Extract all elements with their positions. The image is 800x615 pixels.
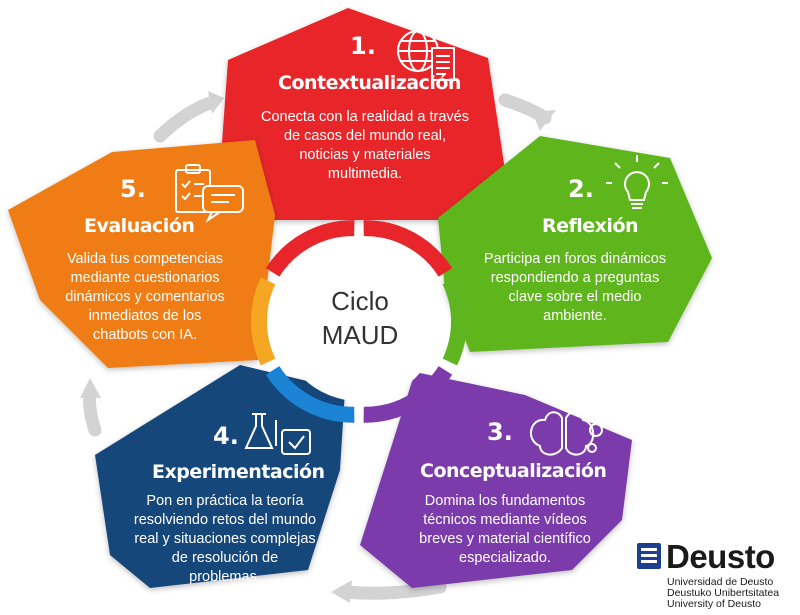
phase-4-description: Pon en práctica la teoría resolviendo re…	[133, 493, 317, 585]
logo-line-2: Deustuko Unibertsitatea	[667, 587, 780, 599]
arrow-5-to-1	[153, 96, 217, 143]
phase-4-shape	[95, 365, 345, 588]
center-disc	[279, 241, 439, 401]
phase-2-shape	[438, 136, 712, 352]
center-ring	[251, 220, 467, 423]
logo-line-3: University of Deusto	[667, 598, 761, 610]
phase-3-title: Conceptualización	[420, 460, 607, 482]
globe-document-icon	[397, 30, 455, 81]
phase-1-number: 1.	[350, 32, 376, 60]
deusto-logo: Deusto Universidad de Deusto Deustuko Un…	[636, 538, 796, 612]
phase-2-description: Participa en foros dinámicos respondiend…	[483, 251, 667, 324]
phase-3-description: Domina los fundamentos técnicos mediante…	[419, 493, 591, 566]
lab-flask-icon	[244, 413, 311, 455]
cycle-arrowheads	[80, 91, 556, 603]
logo-name: Deusto	[666, 538, 775, 575]
phase-1-description: Conecta con la realidad a través de caso…	[261, 109, 469, 182]
phase-3-shape	[360, 372, 632, 588]
center-title-line2: MAUD	[321, 320, 399, 350]
phase-4-number: 4.	[213, 422, 239, 450]
phase-2-title: Reflexión	[542, 215, 639, 237]
phase-1-title: Contextualización	[278, 72, 461, 94]
checklist-chat-icon	[175, 164, 244, 223]
deusto-logo-mark	[637, 543, 661, 569]
phase-2-number: 2.	[568, 175, 594, 203]
phase-5-description: Valida tus competencias mediante cuestio…	[65, 251, 225, 343]
phase-5-number: 5.	[120, 175, 146, 203]
logo-line-1: Universidad de Deusto	[667, 576, 774, 588]
phase-3-number: 3.	[487, 418, 513, 446]
brain-gears-icon	[530, 411, 603, 456]
center-title-line1: Ciclo	[331, 286, 389, 316]
lightbulb-icon	[606, 155, 668, 209]
phase-4-title: Experimentación	[152, 461, 325, 483]
phase-5-title: Evaluación	[84, 215, 195, 237]
arrow-4-to-3	[338, 580, 447, 600]
